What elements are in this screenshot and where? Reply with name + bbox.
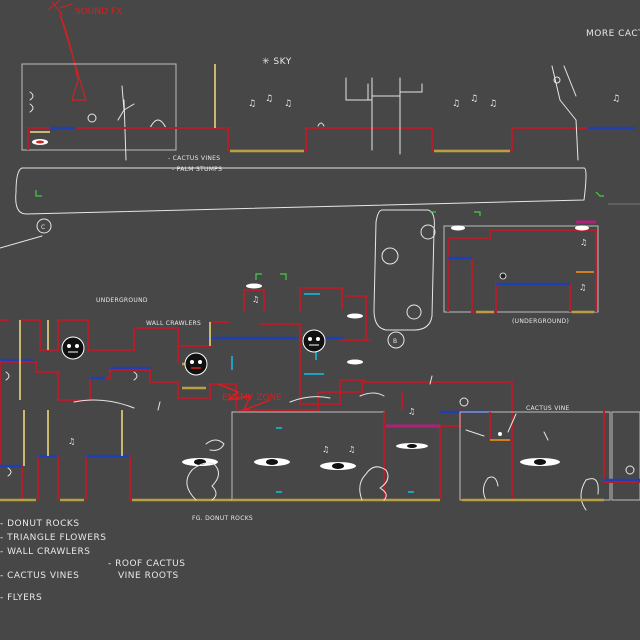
donut-rock-icon (498, 432, 502, 436)
music-note-icon: ♫ (579, 283, 586, 292)
donut-rock-icon (553, 76, 561, 84)
donut-rock-icon (420, 224, 436, 240)
skull-face-icon (61, 336, 85, 360)
rail-band (15, 167, 587, 215)
eye-creature-row (182, 443, 560, 470)
music-note-icon: ♫ (452, 99, 460, 109)
music-note-icon: ♫ (252, 295, 259, 304)
sound-annotation: SOUND FX (47, 0, 122, 101)
cactus-vine-label: CACTUS VINE (526, 405, 570, 412)
fg-donut-rocks-label: FG. DONUT ROCKS (192, 515, 253, 522)
underground-body-walls (0, 361, 513, 501)
legend-item: - TRIANGLE FLOWERS (0, 533, 106, 543)
music-note-icon: ♫ (612, 94, 620, 104)
donut-rock-sketch (359, 466, 389, 501)
donut-rock-icon (381, 247, 399, 265)
wall-crawlers-label: WALL CRAWLERS (146, 320, 201, 327)
music-note-icon: ♫ (348, 445, 355, 454)
top-level-walls (27, 127, 588, 151)
lower-right-frame (459, 411, 611, 501)
underground-doodles (5, 371, 433, 411)
corner-marker-icon (474, 211, 481, 216)
donut-rock-icon (459, 397, 469, 407)
donut-rock-icon (406, 304, 422, 320)
mid-walls (243, 287, 370, 341)
cactus-sketch (551, 65, 579, 161)
donut-rock-icon (625, 465, 635, 475)
skull-face-icon (184, 352, 208, 376)
underground-frame (443, 225, 599, 313)
vine-pointer (465, 413, 549, 441)
legend-item: - WALL CRAWLERS (0, 547, 90, 557)
music-note-icon: ♫ (284, 99, 292, 109)
underground-label-left: UNDERGROUND (96, 297, 148, 304)
corner-marker-icon (595, 191, 604, 197)
legend-right-item: VINE ROOTS (118, 571, 179, 581)
music-note-icon: ♫ (68, 437, 75, 446)
underground-top-walls (0, 319, 366, 405)
music-note-icon: ♫ (265, 94, 273, 104)
legend-item: - DONUT ROCKS (0, 519, 80, 529)
sky-annotation: ✳ SKY (262, 57, 292, 67)
corner-marker-icon (255, 273, 287, 280)
red-scribble: ENEMY ZONE (217, 383, 282, 412)
cactus-sketch (345, 77, 423, 155)
donut-rock-sketch (186, 439, 225, 501)
underground-walls (447, 229, 597, 313)
palm-stumps-note: - PALM STUMPS (172, 166, 222, 173)
capsule-outline (373, 209, 435, 331)
spawn-pad-icon (246, 283, 363, 365)
donut-rock-sketch (482, 476, 599, 511)
c-marker-label: C (41, 224, 46, 231)
spawn-pad-icon (451, 225, 589, 231)
spiral-doodle (29, 91, 34, 113)
red-scribble-label: ENEMY ZONE (222, 393, 282, 403)
edge-frame (611, 411, 640, 501)
corner-marker-icon (35, 190, 42, 197)
legend-item: - FLYERS (0, 593, 42, 603)
music-note-icon: ♫ (322, 445, 329, 454)
legend: - DONUT ROCKS - TRIANGLE FLOWERS - WALL … (0, 519, 106, 603)
music-note-icon: ♫ (470, 94, 478, 104)
skull-face-icon (302, 329, 326, 353)
donut-rock-icon (87, 113, 97, 123)
wall-crawler-icon (499, 272, 507, 280)
legend-item: - CACTUS VINES (0, 571, 79, 581)
sound-note-label: SOUND FX (75, 7, 122, 17)
music-note-icon: ♫ (408, 407, 415, 416)
b-marker-circle (387, 331, 405, 349)
cactus-vines-note: - CACTUS VINES (168, 155, 220, 162)
lower-center-frame (231, 411, 385, 501)
spiral-doodle (7, 467, 12, 477)
sprout-doodle (317, 122, 325, 127)
c-marker-circle (36, 218, 52, 234)
legend-right-item: - ROOF CACTUS (108, 559, 185, 569)
legend-right: - ROOF CACTUS VINE ROOTS (108, 559, 185, 581)
underground-label-right: (UNDERGROUND) (512, 318, 569, 325)
spawn-pad-icon (32, 139, 48, 145)
top-left-frame (21, 63, 177, 151)
music-note-icon: ♫ (248, 99, 256, 109)
connector-stroke (0, 235, 43, 249)
more-cactus-label: MORE CACT (586, 29, 640, 39)
cactus-vine-sketch (117, 85, 135, 161)
note-cluster: ♫ ♫ ♫ ♫ ♫ ♫ ♫ (248, 94, 620, 109)
music-note-icon: ♫ (489, 99, 497, 109)
b-marker-label: B (393, 338, 397, 345)
sky-label: ✳ SKY (262, 57, 292, 67)
music-note-icon: ♫ (580, 238, 587, 247)
arch-doodle (149, 119, 167, 129)
